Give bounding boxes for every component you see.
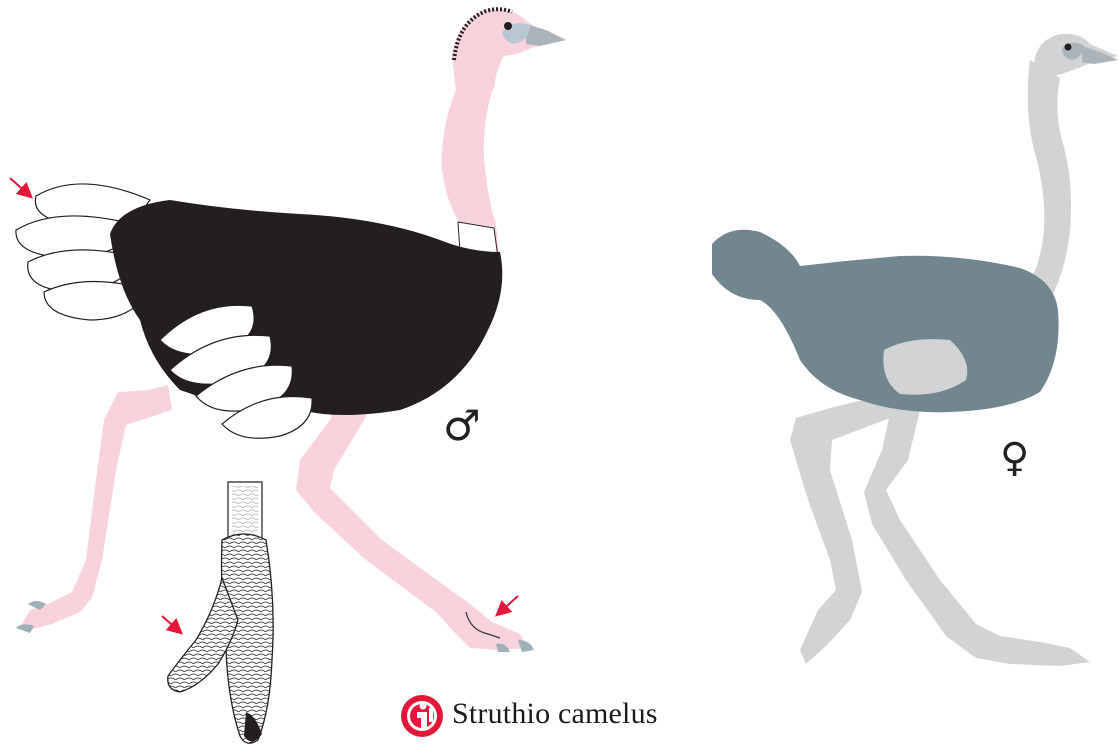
male-eye xyxy=(504,22,512,30)
female-symbol: ♀ xyxy=(1000,438,1029,478)
male-body xyxy=(110,200,502,420)
species-name: Struthio camelus xyxy=(452,697,658,731)
foot-detail xyxy=(162,482,273,743)
female-ostrich xyxy=(712,34,1118,666)
female-thigh xyxy=(883,339,967,395)
male-symbol: ♂ xyxy=(443,405,481,447)
small-toe-arrow xyxy=(162,616,180,632)
male-ostrich xyxy=(10,9,566,652)
logo-spacer xyxy=(398,692,442,736)
female-body xyxy=(712,230,1059,413)
female-front-leg xyxy=(864,404,1090,666)
female-neck xyxy=(1024,60,1071,300)
tail-arrow xyxy=(10,178,30,196)
toe-arrow xyxy=(498,596,518,614)
female-eye xyxy=(1065,44,1072,51)
species-caption: Struthio camelus xyxy=(398,692,658,736)
male-back-leg xyxy=(22,385,172,630)
male-beak xyxy=(526,24,566,46)
